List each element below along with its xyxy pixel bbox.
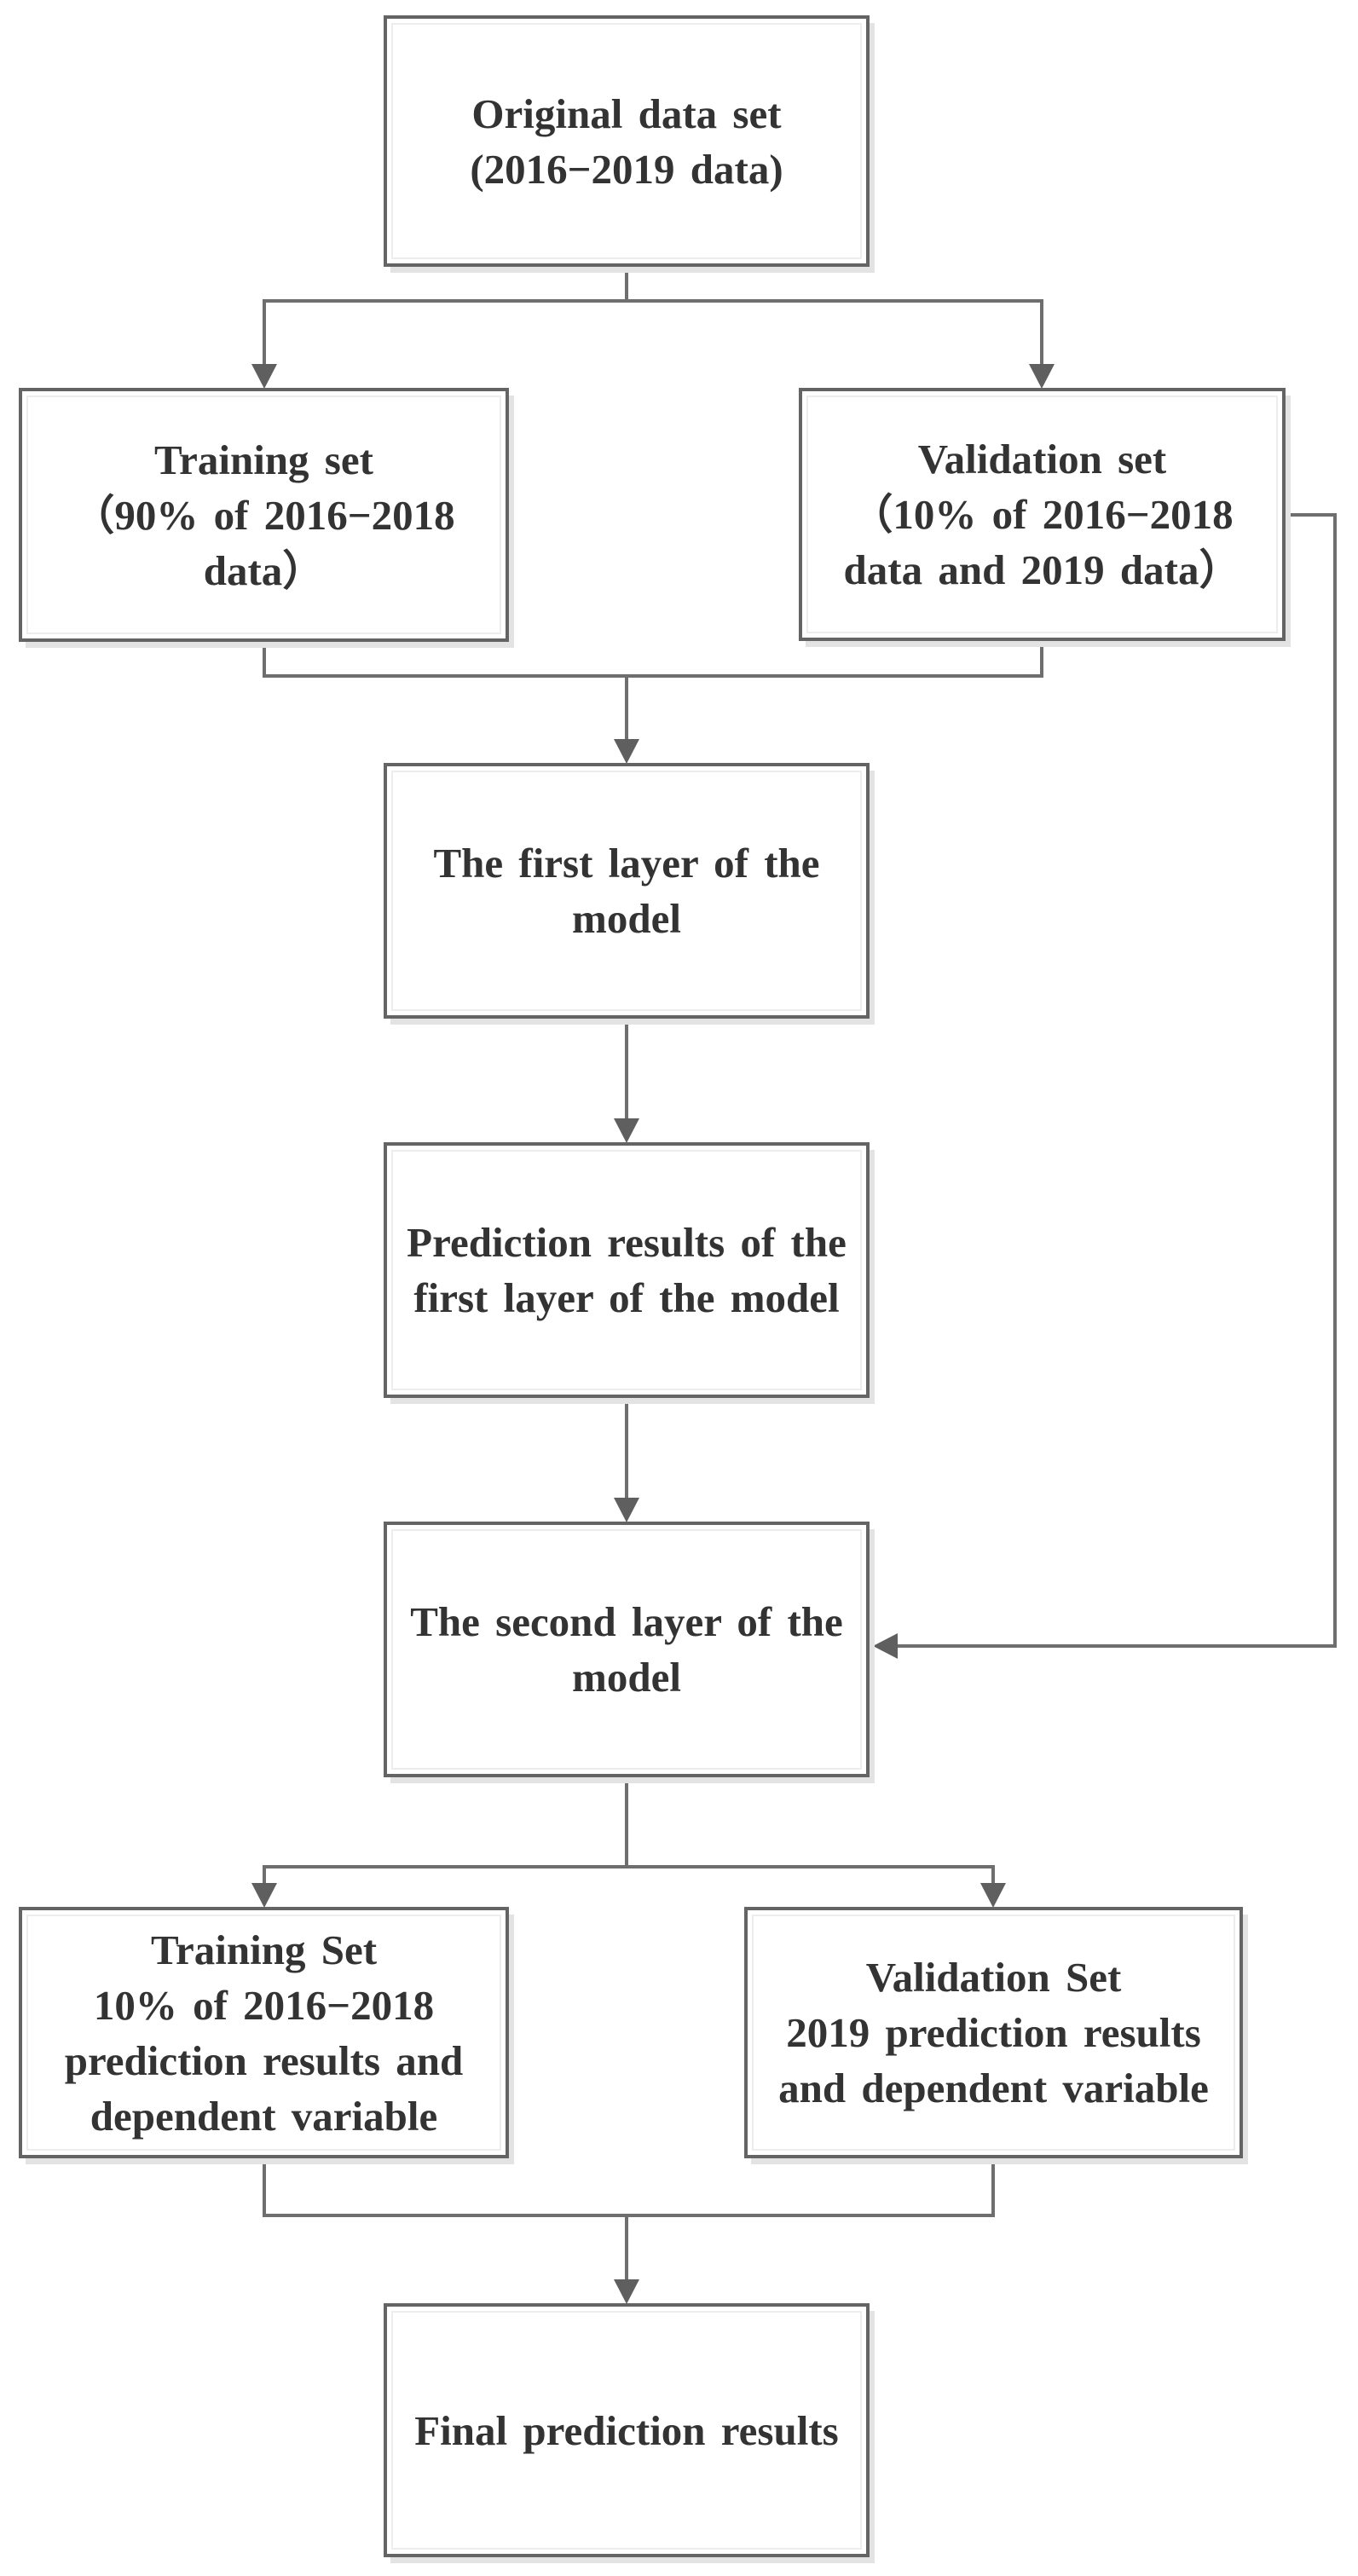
edge-first-layer-prediction [614,1019,639,1143]
arrowhead-into-first-layer [614,739,639,764]
edge-merge-final [263,2158,995,2304]
edge-split-rail-bottom [263,1865,995,1887]
node-validation-set-2: Validation Set 2019 prediction results a… [744,1907,1243,2158]
edge-merge-first-layer [263,641,1043,764]
node-label: The first layer of the model [433,840,820,942]
node-validation-set: Validation set （10% of 2016−2018 data an… [799,388,1286,641]
edge-merge-rail-top [263,641,1043,678]
node-label: Training Set 10% of 2016−2018 prediction… [64,1926,464,2140]
node-label: Training set （90% of 2016−2018 data） [72,436,455,594]
arrowhead-into-second-layer-right [873,1633,898,1659]
node-training-set: Training set （90% of 2016−2018 data） [19,388,509,642]
node-final-prediction-results: Final prediction results [384,2303,870,2557]
edge-validation-second-layer [873,513,1337,1659]
node-second-layer: The second layer of the model [384,1522,870,1777]
arrowhead-into-training [251,364,277,389]
edge-right-bypass [896,513,1337,1648]
node-label: Prediction results of the first layer of… [407,1219,847,1321]
edge-merge-rail-bottom [263,2158,995,2217]
arrowhead-into-validation [1029,364,1055,389]
node-prediction-results: Prediction results of the first layer of… [384,1142,870,1398]
node-label: The second layer of the model [410,1598,843,1701]
node-first-layer: The first layer of the model [384,763,870,1019]
node-label: Validation set （10% of 2016−2018 data an… [843,436,1241,593]
arrowhead-into-second-layer-top [614,1498,639,1522]
node-training-set-2: Training Set 10% of 2016−2018 prediction… [19,1907,509,2158]
edge-second-layer-split [251,1777,1006,1908]
arrowhead-into-validation2 [980,1883,1006,1908]
arrowhead-into-prediction [614,1118,639,1143]
node-original-data-set: Original data set (2016−2019 data) [384,15,870,267]
node-label: Original data set (2016−2019 data) [470,90,783,193]
arrowhead-into-final [614,2279,639,2304]
edge-split-rail-top [263,299,1043,368]
arrowhead-into-training2 [251,1883,277,1908]
node-label: Final prediction results [414,2406,839,2454]
edge-original-split [251,267,1055,389]
node-label: Validation Set 2019 prediction results a… [778,1954,1209,2111]
edge-prediction-second-layer [614,1398,639,1522]
